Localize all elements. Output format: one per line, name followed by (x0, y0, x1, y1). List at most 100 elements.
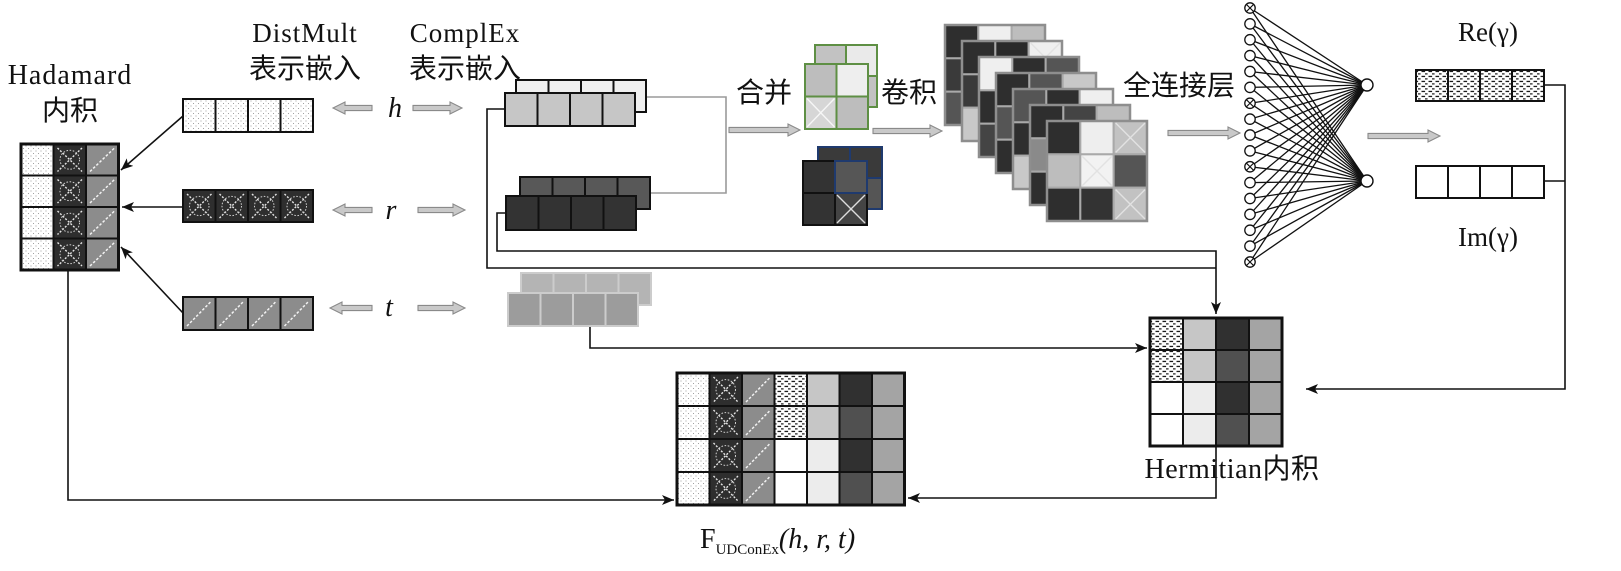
merge-blue-front-cell (834, 160, 868, 194)
fc-edge (1249, 84, 1368, 104)
arrow-h-to-complex (412, 101, 464, 115)
complex-t-real-cell (507, 292, 542, 327)
distmult-t-vector-cell (182, 296, 217, 331)
hermitian-matrix-cell (1248, 413, 1283, 447)
merge-blue-highlight (834, 160, 868, 194)
hermitian-matrix-cell (1215, 381, 1250, 415)
feature-map-cell (1046, 153, 1082, 189)
distmult-r-vector-cell-ring-mark (221, 195, 242, 217)
fc-edge (1249, 180, 1368, 200)
fc-input-node (1244, 33, 1256, 46)
hadamard-matrix-cell-ring-mark (59, 181, 80, 202)
feature-map-cell (1079, 186, 1115, 223)
re-gamma-vector-cell (1447, 69, 1481, 102)
score-matrix-cell (838, 405, 873, 440)
score-matrix-cell (676, 438, 711, 473)
distmult-h-vector-cell (279, 98, 314, 133)
score-matrix-cell-cross-mark (713, 442, 739, 469)
fc-input-node (1244, 192, 1256, 205)
score-matrix-cell (871, 372, 906, 407)
score-matrix-cell-ring-mark (715, 412, 736, 433)
re-gamma-vector-cell (1479, 69, 1513, 102)
complex-h-real-cell (504, 92, 539, 127)
distmult-label-sub: 表示嵌入 (249, 53, 361, 85)
hermitian-matrix-cell (1149, 413, 1184, 447)
fc-edge (1249, 180, 1368, 231)
hadamard-matrix-border (19, 142, 120, 272)
score-matrix-cell-ring-mark (715, 445, 736, 466)
im-gamma-vector-cell (1447, 165, 1481, 199)
complex-label: ComplEx (410, 18, 521, 48)
hermitian-matrix-border (1148, 316, 1284, 448)
score-matrix-cell (838, 471, 873, 506)
arrow-hadamard-to-score (67, 270, 674, 505)
score-matrix-cell (838, 438, 873, 473)
im-gamma-label: Im(γ) (1458, 222, 1518, 252)
fc-output-node (1360, 174, 1374, 188)
dropout-node-mark (1246, 258, 1254, 266)
fc-edge (1249, 84, 1368, 231)
arrow-to-fc (1167, 126, 1242, 140)
arrow-complex-t-to-hermitian (589, 326, 1147, 353)
fc-edge (1249, 84, 1368, 89)
complex-t-real-cell (539, 292, 574, 327)
hermitian-matrix-cell (1215, 317, 1250, 351)
score-matrix-cell (676, 471, 711, 506)
hermitian-product-block (1148, 316, 1284, 448)
fc-input-node (1244, 81, 1256, 94)
distmult-r-vector-cell-ring-mark (254, 195, 275, 217)
fc-edge (1249, 180, 1368, 263)
fc-output-node (1360, 78, 1374, 92)
im-gamma-vector-cell (1415, 165, 1449, 199)
arrow-r-to-complex (417, 203, 467, 217)
feature-map (1045, 119, 1149, 223)
fc-input-node (1244, 18, 1256, 30)
score-matrix-cell-hatch-mark (745, 376, 772, 403)
complex-r-real-cell (537, 195, 572, 231)
convolution-stack (943, 23, 1149, 223)
score-matrix-cell (773, 372, 808, 407)
fc-edge (1249, 84, 1368, 152)
score-matrix-cell-hatch-mark (745, 475, 772, 502)
fc-edge (1249, 7, 1368, 86)
fc-edge (1249, 84, 1368, 120)
flow-arrows (328, 101, 1442, 315)
im-gamma-vector-cell (1511, 165, 1545, 199)
distmult-h-vector-cell (182, 98, 217, 133)
fc-edge (1249, 84, 1368, 247)
complex-r-real-cell (570, 195, 605, 231)
arrow-complex-r-to-hermitian (496, 212, 1221, 314)
distmult-r-vector-cell-ring-mark (189, 195, 210, 217)
hadamard-matrix-cell (20, 143, 55, 177)
hermitian-matrix-cell (1248, 381, 1283, 415)
hadamard-matrix-cell-hatch-mark (89, 147, 116, 173)
hadamard-label-sub: 内积 (42, 95, 98, 127)
fc-edge (1249, 84, 1368, 184)
fully-connected-layer (1244, 2, 1374, 268)
hermitian-matrix-cell (1182, 413, 1217, 447)
score-matrix-cell-ring-mark (715, 379, 736, 400)
score-matrix-cell-cross-mark (713, 409, 739, 436)
feature-map-border (1045, 119, 1149, 223)
fc-edge (1249, 84, 1368, 168)
hadamard-matrix-cell (20, 174, 55, 208)
fc-edge (1249, 23, 1368, 86)
hermitian-matrix-cell (1182, 349, 1217, 383)
score-matrix-cell-hatch-mark (745, 409, 772, 436)
complex-h-real-cell (536, 92, 571, 127)
distmult-h-vector-cell (247, 98, 282, 133)
hadamard-matrix-cell-ring-mark (59, 149, 80, 170)
distmult-label: DistMult (252, 18, 358, 48)
arrow-hermitian-to-score (908, 446, 1217, 503)
hermitian-matrix-cell (1248, 349, 1283, 383)
hermitian-matrix-cell (1149, 381, 1184, 415)
hermitian-matrix-cell (1182, 381, 1217, 415)
hermitian-label: Hermitian内积 (1144, 453, 1319, 485)
fc-edge (1249, 180, 1368, 216)
complex-embeddings (504, 79, 652, 327)
score-matrix-cell (838, 372, 873, 407)
re-gamma-vector-cell (1415, 69, 1449, 102)
fc-edge (1249, 84, 1368, 136)
fc-input-node (1244, 145, 1256, 157)
fc-input-node (1244, 65, 1256, 78)
